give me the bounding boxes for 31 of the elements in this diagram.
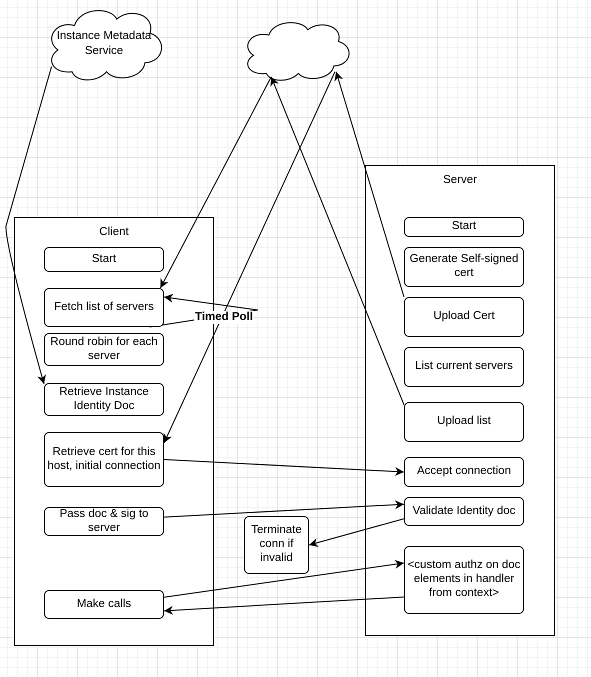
process-box: List current servers — [404, 347, 524, 387]
process-box: Start — [404, 217, 524, 237]
arrow — [308, 518, 404, 547]
process-box: Retrieve cert for this host, initial connection — [44, 432, 164, 487]
container-title: Client — [98, 226, 130, 238]
arrow — [164, 71, 336, 444]
arrow — [6, 66, 52, 384]
arrow — [164, 596, 404, 615]
process-box: Start — [44, 247, 164, 272]
process-box: Accept connection — [404, 457, 524, 487]
process-box: Pass doc & sig to server — [44, 507, 164, 536]
process-box: Upload Cert — [404, 297, 524, 337]
arrow — [164, 560, 404, 598]
cloud-label: Instance Metadata Service — [56, 29, 152, 58]
process-box: Make calls — [44, 590, 164, 619]
arrow — [334, 71, 404, 298]
arrow — [164, 459, 404, 476]
process-box: <custom authz on doc elements in handler from context> — [404, 546, 524, 614]
container-box — [365, 165, 555, 636]
arrow — [270, 76, 404, 406]
process-box: Terminate conn if invalid — [244, 516, 309, 574]
process-box: Upload list — [404, 402, 524, 442]
container-title: Server — [442, 174, 478, 186]
process-box: Retrieve Instance Identity Doc — [44, 383, 164, 416]
process-box: Validate Identity doc — [404, 497, 524, 526]
arrow — [160, 76, 272, 288]
edge-label: Timed Poll — [194, 311, 254, 324]
process-box: Round robin for each server — [44, 333, 164, 366]
arrow — [164, 500, 404, 518]
process-box: Generate Self-signed cert — [404, 247, 524, 287]
process-box: Fetch list of servers — [44, 288, 164, 327]
